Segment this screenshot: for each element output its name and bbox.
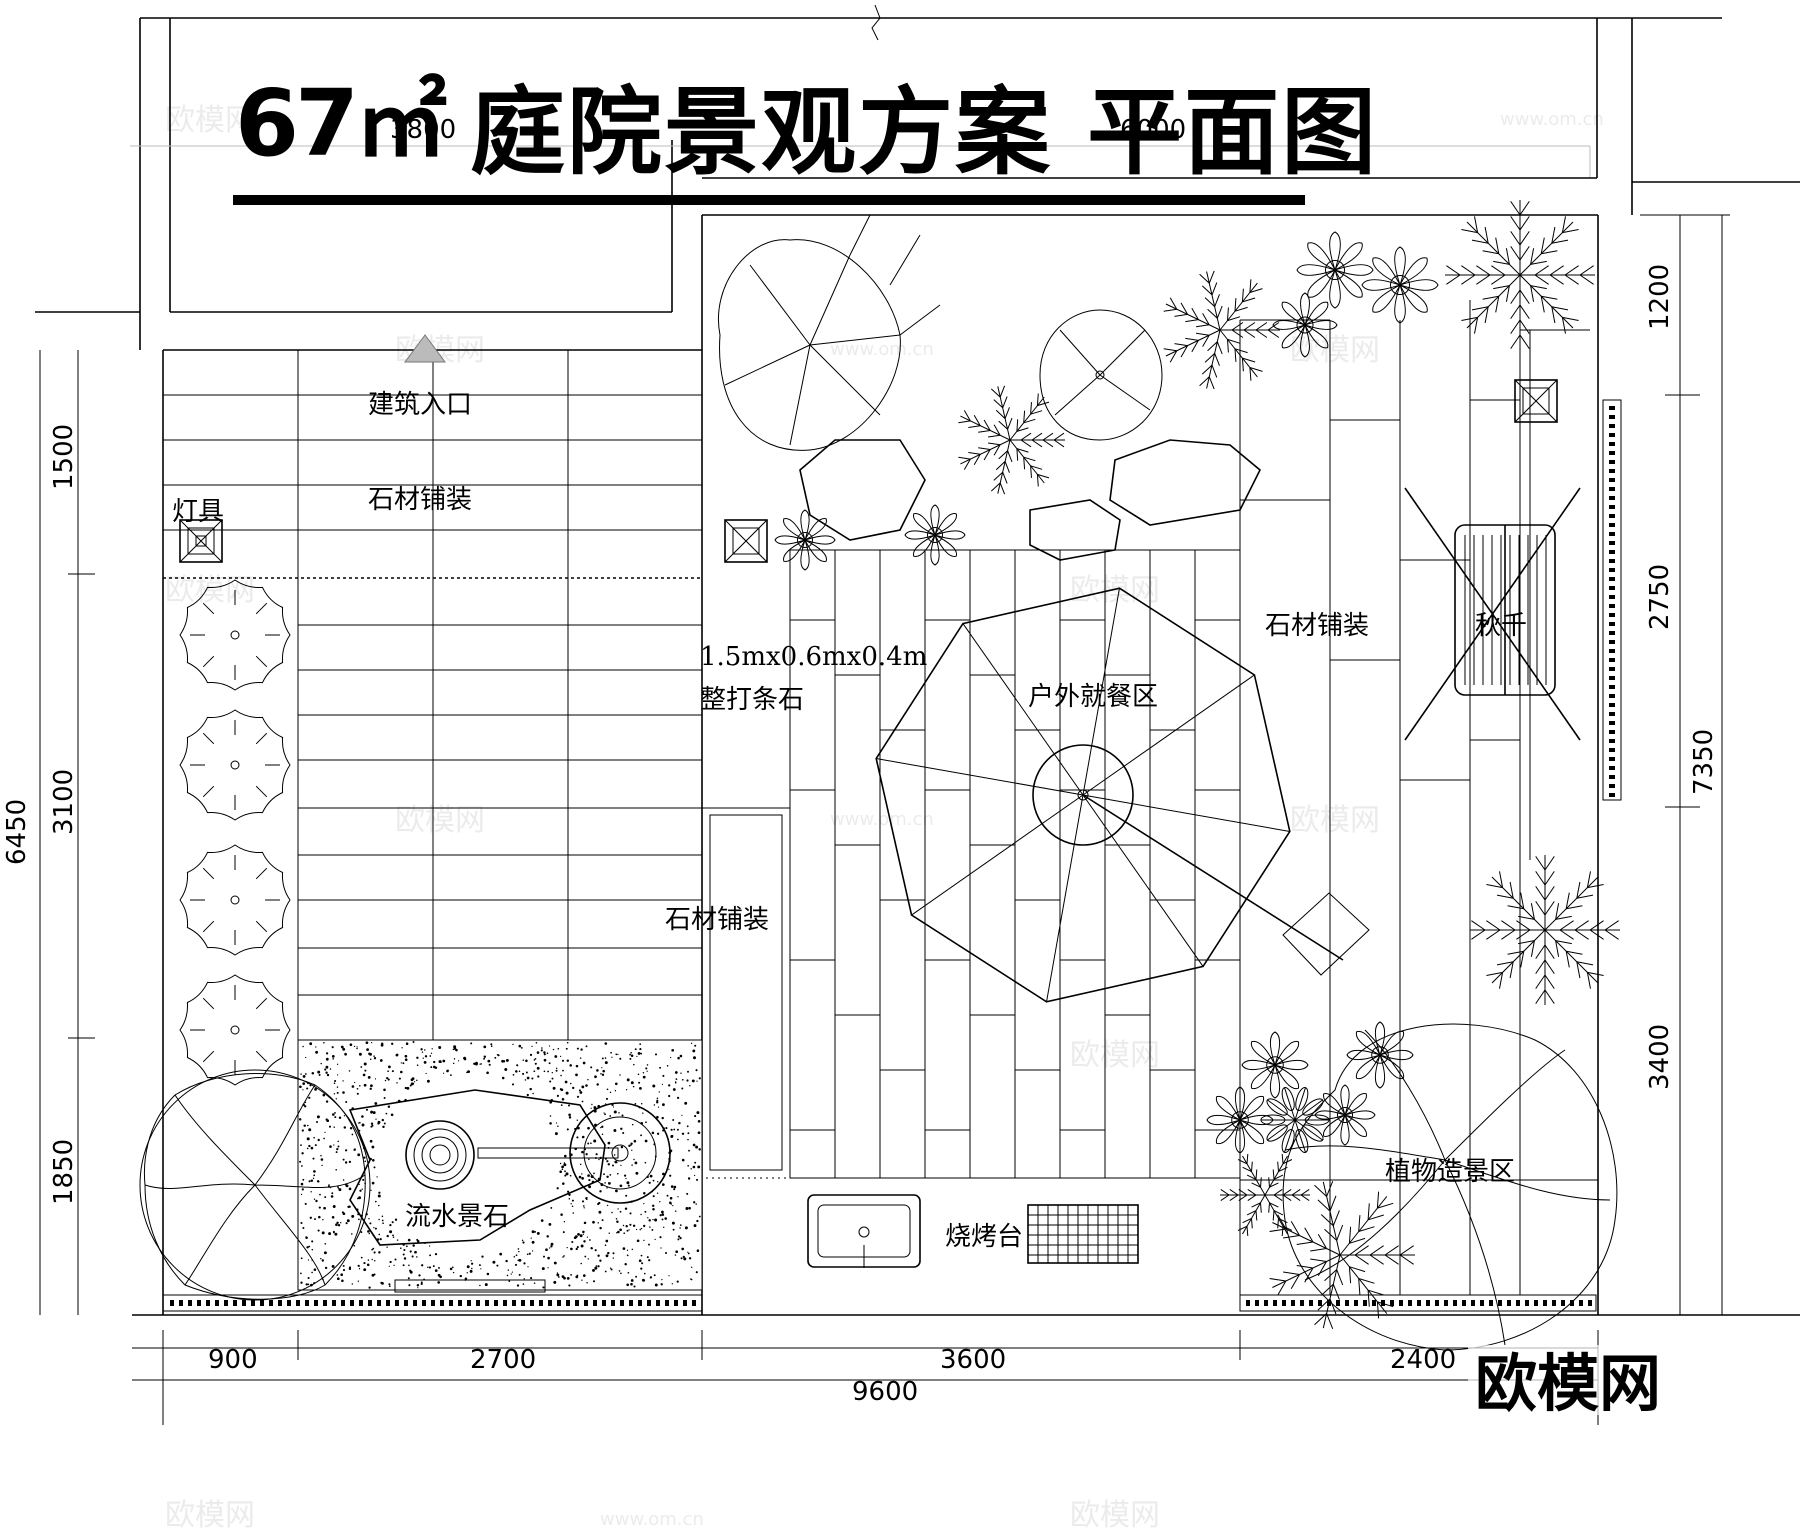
label-strip-stone: 整打条石 [700,685,804,715]
palm-plant-icon [1220,1153,1310,1237]
dim-left-3100: 3100 [49,769,79,835]
shrub-row [179,579,291,1086]
flower-shrub-icon [1272,292,1338,358]
watermark-layer: 欧模网 www.om.cn 欧模网 www.om.cn 欧模网 欧模网 欧模网 … [165,103,1604,1533]
palm-plant-icon [958,385,1065,495]
svg-text:欧模网: 欧模网 [1070,1038,1160,1073]
dim-right-total: 7350 [1689,729,1719,795]
tree-bottom-right-icon [1282,1023,1618,1351]
label-bbq: 烧烤台 [945,1222,1023,1252]
umbrella-icon [875,587,1370,1003]
dim-right-3400: 3400 [1645,1024,1675,1090]
swing-icon [1404,487,1581,741]
label-lamp: 灯具 [172,497,224,527]
svg-text:欧模网: 欧模网 [1290,803,1380,838]
shrub-icon [179,709,291,821]
svg-text:欧模网: 欧模网 [165,1498,255,1533]
ghost-dim-left: 3800 [390,115,456,145]
dim-left-total: 6450 [2,799,32,865]
label-swing: 秋千 [1475,611,1527,641]
flower-shrub-icon [1314,1084,1376,1146]
flower-shrub-icon [1241,1031,1309,1099]
palm-plant-icon [1445,200,1595,350]
svg-text:www.om.cn: www.om.cn [600,1509,704,1530]
dim-bottom-total: 9600 [852,1377,918,1407]
dim-right-2750: 2750 [1645,564,1675,630]
dim-right-1200: 1200 [1645,264,1675,330]
svg-text:欧模网: 欧模网 [1290,333,1380,368]
building-outline [35,4,1800,1316]
brand-text: 欧模网 [1475,1347,1661,1420]
label-stone-middle: 石材铺装 [665,905,769,935]
dim-left-1850: 1850 [49,1139,79,1205]
svg-text:欧模网: 欧模网 [165,573,255,608]
brand-watermark: 欧模网 [1468,1345,1708,1420]
lamp-icon [179,519,223,563]
sink-icon [807,1194,921,1268]
label-strip-stone-size: 1.5mx0.6mx0.4m [700,642,927,672]
dimension-lines [39,214,1730,1425]
stone-paving-right [1239,300,1598,1295]
ghost-dim-right: 6000 [1120,115,1186,145]
svg-text:www.om.cn: www.om.cn [830,339,934,360]
gravel-area [297,1039,703,1291]
label-stone-top: 石材铺装 [368,485,472,515]
label-planting: 植物造景区 [1385,1157,1515,1187]
dim-bottom-2400: 2400 [1390,1345,1456,1375]
svg-text:欧模网: 欧模网 [395,803,485,838]
label-stone-right: 石材铺装 [1265,611,1369,641]
flower-shrub-icon [774,509,836,571]
title-text: 庭院景观方案 平面图 [470,78,1378,188]
svg-text:www.om.cn: www.om.cn [830,809,934,830]
svg-text:欧模网: 欧模网 [1070,573,1160,608]
dim-bottom-900: 900 [208,1345,258,1375]
svg-text:欧模网: 欧模网 [165,103,255,138]
drawing-title: 67㎡ 庭院景观方案 平面图 [233,70,1378,205]
lamp-icon [1514,379,1558,423]
edging-strip-side [1602,399,1622,801]
dim-bottom-3600: 3600 [940,1345,1006,1375]
dim-bottom-2700: 2700 [470,1345,536,1375]
wood-deck [789,549,1241,1179]
shrub-icon [179,844,291,956]
stone-paving-entrance [163,350,702,580]
edging-strip [162,1294,1597,1312]
boulder-group [799,439,1261,561]
svg-text:www.om.cn: www.om.cn [1500,109,1604,130]
shrub-icon [179,579,291,691]
grill-icon [1027,1204,1139,1264]
svg-text:欧模网: 欧模网 [1070,1498,1160,1533]
shrub-icon [179,974,291,1086]
label-dining: 户外就餐区 [1028,682,1158,712]
label-water-rock: 流水景石 [405,1202,509,1232]
tree-top-center-icon [1039,309,1163,441]
tree-top-left-icon [718,214,941,451]
palm-plant-icon [1269,1181,1415,1329]
palm-plant-icon [1163,270,1280,390]
entrance-arrow-icon [404,334,446,363]
water-rock-feature [348,1089,671,1293]
label-entrance: 建筑入口 [368,390,472,420]
leaf-shrub-cluster [1260,1086,1330,1154]
title-area: 67㎡ [235,70,447,177]
lamp-icon [724,519,768,563]
flower-shrub-icon [1361,246,1439,324]
flower-shrub-icon [904,504,966,566]
dim-left-1500: 1500 [49,424,79,490]
palm-plant-icon [1470,855,1620,1005]
